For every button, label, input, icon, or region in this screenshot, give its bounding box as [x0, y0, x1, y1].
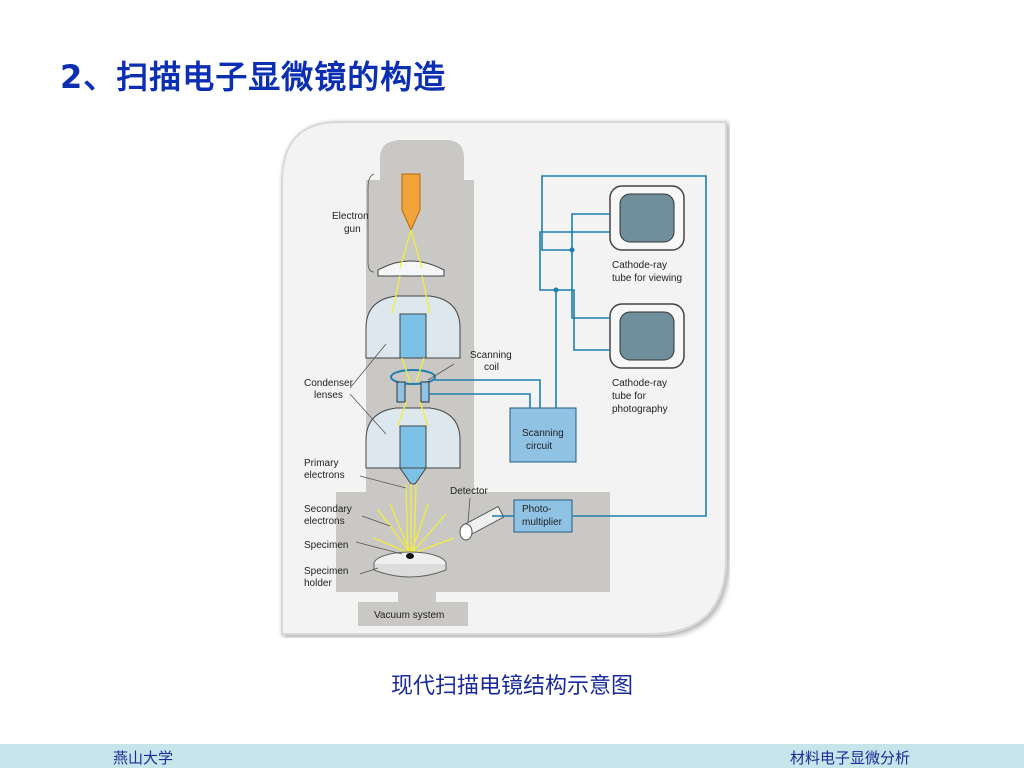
label-secondary-2: electrons: [304, 516, 345, 527]
label-crt-viewing-1: Cathode-ray: [612, 260, 667, 271]
vacuum-stem: [398, 590, 436, 604]
electron-beam: [391, 229, 431, 555]
anode-plate: [377, 260, 445, 277]
label-scanning-circuit-2: circuit: [526, 441, 552, 452]
signal-wiring: [429, 175, 707, 517]
detector-icon: [459, 505, 505, 541]
label-electron-gun-1: Electron: [332, 211, 369, 222]
photomultiplier-box: [513, 499, 573, 533]
crt-viewing-monitor: [609, 185, 685, 251]
footer-university: 燕山大学: [113, 749, 174, 767]
slide-title: 2、扫描电子显微镜的构造: [60, 58, 447, 96]
label-condenser-1: Condenser: [304, 378, 354, 389]
wire-junctions: [553, 247, 575, 293]
vacuum-system-box: [358, 602, 468, 626]
upper-condenser-lens: [365, 295, 461, 359]
label-scanning-coil-1: Scanning: [470, 350, 512, 361]
label-scanning-circuit-1: Scanning: [522, 428, 564, 439]
leader-lines: [349, 173, 471, 575]
label-crt-photo-2: tube for: [612, 391, 647, 402]
label-primary-1: Primary: [304, 458, 338, 469]
secondary-electron-rays: [373, 503, 455, 555]
scanning-circuit-box: [509, 407, 577, 463]
label-crt-photo-3: photography: [612, 404, 668, 415]
crt-photography-monitor: [609, 303, 685, 369]
scanning-coil: [390, 369, 436, 403]
sem-diagram-figure: Electron gun Scanning coil Condenser len…: [278, 118, 730, 638]
specimen-dot: [406, 553, 414, 559]
label-photomultiplier-2: multiplier: [522, 517, 563, 528]
label-crt-photo-1: Cathode-ray: [612, 378, 667, 389]
specimen-holder-side: [373, 564, 447, 578]
label-specimen: Specimen: [304, 540, 348, 551]
label-condenser-2: lenses: [314, 390, 343, 401]
label-holder-1: Specimen: [304, 566, 348, 577]
label-holder-2: holder: [304, 578, 332, 589]
label-detector: Detector: [450, 486, 488, 497]
figure-caption: 现代扫描电镜结构示意图: [390, 674, 633, 699]
label-crt-viewing-2: tube for viewing: [612, 273, 682, 284]
footer-course: 材料电子显微分析: [790, 749, 911, 767]
lower-condenser-lens: [365, 407, 461, 485]
label-photomultiplier-1: Photo-: [522, 504, 551, 515]
label-scanning-coil-2: coil: [484, 362, 499, 373]
label-secondary-1: Secondary: [304, 504, 352, 515]
label-electron-gun-2: gun: [344, 224, 361, 235]
sem-diagram: Electron gun Scanning coil Condenser len…: [281, 121, 727, 635]
footer-bar: 燕山大学 材料电子显微分析: [0, 744, 1024, 768]
sem-column: [336, 140, 610, 626]
electron-gun-icon: [401, 173, 421, 232]
label-primary-2: electrons: [304, 470, 345, 481]
label-vacuum-system: Vacuum system: [374, 610, 444, 621]
